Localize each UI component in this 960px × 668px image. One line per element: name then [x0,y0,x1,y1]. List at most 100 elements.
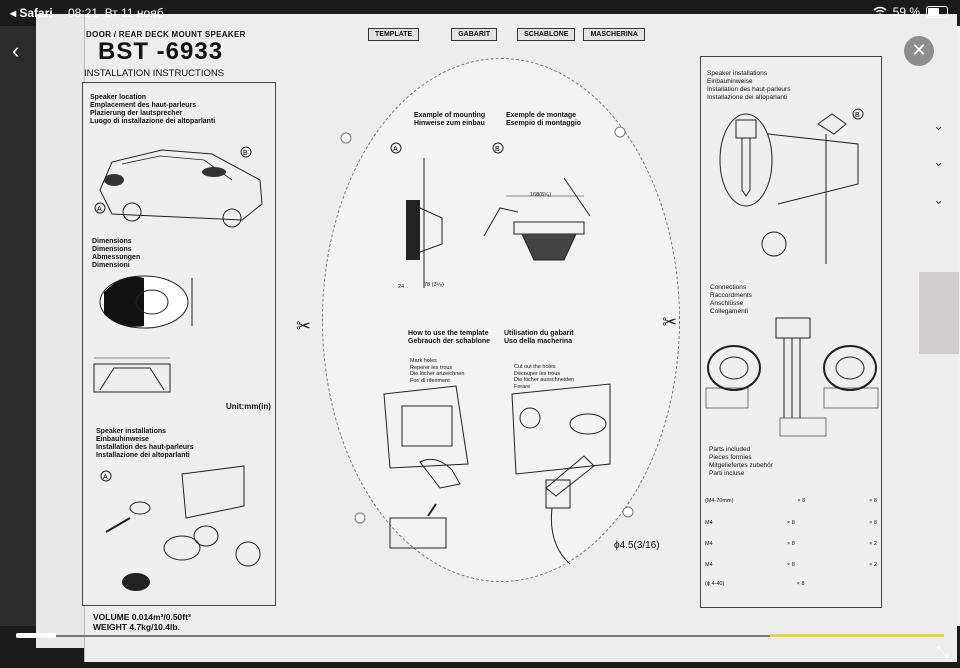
text-line: Mitgeliefertes zubehör [709,462,773,469]
mark-holes-text: Mark holes Reperer les trous Die löcher … [410,358,464,384]
text-line: Connections [710,284,747,291]
text-line: Mark holes [410,358,437,364]
scrubber-highlight [770,634,944,637]
speaker-location-text: Speaker location Emplacement des haut-pa… [90,94,215,126]
part-name: M4 [705,562,713,568]
text-line: Uso della macherina [504,338,573,345]
svg-text:B: B [495,146,500,153]
product-subtitle: DOOR / REAR DECK MOUNT SPEAKER [86,30,246,39]
part-qty: × 8 [796,581,805,587]
chevron-down-icon[interactable]: ⌄ [933,154,944,169]
background-page-left [0,26,40,626]
cutout-template-oval [322,58,680,582]
parts-row: M4 × 8 × 8 [705,520,877,526]
text-line: Abmessungen [92,254,141,261]
wifi-icon [873,5,887,19]
svg-text:A: A [97,206,102,213]
volume-weight: VOLUME 0.014m³/0.50ft³ WEIGHT 4.7kg/10.4… [93,612,191,632]
part-name: (ϕ 4-40) [705,581,725,587]
text-line: Speaker installations [96,428,167,435]
part-qty: × 8 [787,541,795,547]
close-icon: ✕ [911,40,927,60]
mount-example-text: Example of mounting Hinweise zum einbau [414,112,485,128]
text-line: Parts included [709,446,751,453]
chevron-down-icon[interactable]: ⌄ [933,118,944,133]
part-qty: × 8 [797,498,806,504]
text-line: Fori di riferiment [410,377,450,384]
scissors-icon: ✂ [662,312,678,332]
chevron-left-icon[interactable]: ‹ [12,38,20,63]
text-line: How to use the template [408,330,489,337]
part-qty: × 8 [787,520,795,526]
expand-icon[interactable]: ⤡ [936,644,949,661]
label-schablone: SCHABLONE [517,28,576,41]
label-gabarit: GABARIT [451,28,498,41]
mount-example-text-fr: Exemple de montage Esempio di montaggio [506,112,581,128]
chevron-down-icon[interactable]: ⌄ [933,192,944,207]
text-line: Cut out the holes [514,364,556,370]
label-template: TEMPLATE [368,28,420,41]
dimension-c: 24 [398,284,405,290]
text-line: Reperer les trous [410,364,453,371]
parts-row: M4× 8× 2 [705,562,877,568]
scrubber-handle[interactable] [16,633,56,638]
text-line: Einbauhinweise [96,436,149,443]
part-name: M4 [705,520,713,526]
text-line: Installazione dei altoparlanti [96,452,190,459]
text-line: Emplacement des haut-parleurs [90,102,197,109]
text-line: Esempio di montaggio [506,120,582,127]
dimensions-text: Dimensions Dimensions Abmessungen Dimens… [92,238,140,270]
text-line: Collegamenti [710,308,748,315]
right-install-text: Speaker installations Einbauhinweise Ins… [707,70,790,102]
parts-row: (ϕ 4-40) × 8 [705,581,877,587]
text-line: Speaker location [90,94,147,101]
scissors-icon: ✂ [296,316,312,336]
close-button[interactable]: ✕ [904,36,934,66]
text-line: Installation des haut-parleurs [96,444,194,451]
browser-name: Safari [19,6,53,20]
wiring-connections-diagram [705,317,879,437]
status-right: 59 % [873,5,948,19]
text-line: Die löcher ausschneiden [514,377,575,383]
left-instructions-panel [82,82,276,606]
installation-exploded-diagram: A [100,465,261,591]
text-line: Gebrauch der schablone [408,338,491,345]
text-line: Dimensioni [92,262,130,269]
part-qty: × 8 [869,498,877,504]
part-name: M4 [705,541,713,547]
packing-tape [919,272,959,354]
text-line: Installation des haut-parleurs [707,86,791,93]
text-line: Dimensions [92,246,132,253]
scrubber-track[interactable] [16,635,944,637]
battery-percent: 59 % [892,5,920,19]
text-line: Installazione dei altoparlanti [707,94,788,101]
text-line: Raccordments [710,292,752,299]
svg-text:B: B [243,150,248,157]
text-line: Utilisation du gabarit [504,330,574,337]
text-line: Parti incluse [709,470,745,477]
status-time: 08:21 [68,6,99,20]
car-diagram: A B [94,146,263,228]
text-line: Dimensions [92,238,132,245]
back-to-app-link[interactable]: ◂ Safari [10,6,53,20]
part-qty: × 2 [869,562,877,568]
left-install-text: Speaker installations Einbauhinweise Ins… [96,428,194,460]
cut-holes-text: Cut out the holes Découper les trous Die… [514,364,574,390]
dimension-diagram [93,275,193,393]
bolt-install-diagram: B [719,108,864,264]
dimension-a: 168(6⁵⁄₈) [530,192,552,198]
template-usage-diagram [383,383,611,565]
text-line: Luogo di installazione dei altoparlanti [90,118,216,125]
text-line: Speaker installations [707,70,767,77]
battery-icon [926,6,948,18]
text-line: Découper les trous [514,370,561,377]
text-line: Die löcher anzeichnen [410,371,465,377]
parts-included-text: Parts included Pieces formies Mitgeliefe… [709,446,773,478]
part-qty: × 8 [869,520,877,526]
text-line: Example of mounting [414,112,486,119]
svg-text:B: B [855,112,860,119]
text-line: Exemple de montage [506,112,577,119]
status-bar: ◂ Safari 08:21 Вт 11 нояб 59 % [0,0,960,26]
parts-row: M4× 8× 2 [705,541,877,547]
